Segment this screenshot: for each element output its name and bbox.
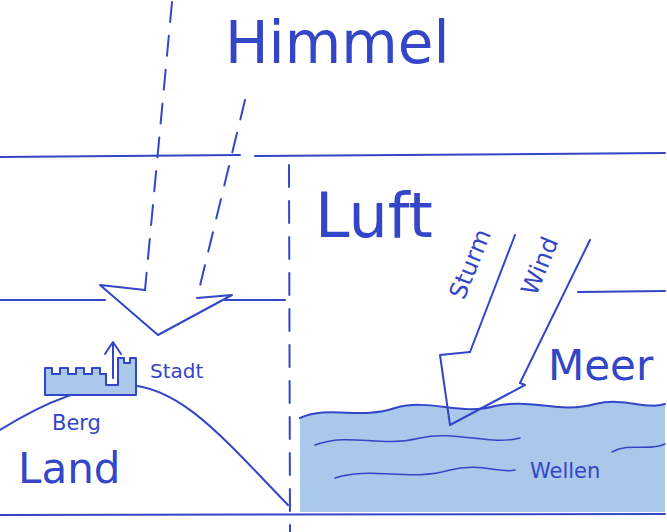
storm-arrow-head	[440, 352, 525, 425]
place-label: Berg	[52, 412, 101, 435]
place-label: Wellen	[530, 460, 600, 483]
boundary-line	[0, 155, 240, 157]
boundary-line	[255, 153, 665, 156]
boundary-line	[0, 299, 105, 301]
castle	[45, 358, 136, 395]
boundary-line	[0, 514, 665, 515]
dashed-arrow	[197, 100, 245, 298]
region-label: Meer	[548, 343, 653, 389]
place-label: Stadt	[150, 360, 203, 382]
region-label: Luft	[315, 182, 433, 250]
divider-dashed	[289, 165, 290, 532]
arrow-label: Sturm	[444, 225, 496, 302]
up-arrow	[105, 342, 121, 378]
sea-water	[300, 402, 665, 512]
hill	[0, 385, 288, 505]
dashed-arrow	[145, 2, 172, 290]
wave-line	[335, 467, 515, 478]
arrow-label: Wind	[516, 233, 563, 299]
dashed-arrow-head	[100, 285, 232, 335]
region-label: Land	[18, 446, 120, 492]
wave-line	[315, 436, 520, 445]
wave-line	[300, 402, 665, 418]
wave-line	[612, 444, 665, 452]
boundary-line	[225, 299, 285, 301]
boundary-line	[578, 291, 665, 292]
region-label: Himmel	[225, 12, 450, 76]
